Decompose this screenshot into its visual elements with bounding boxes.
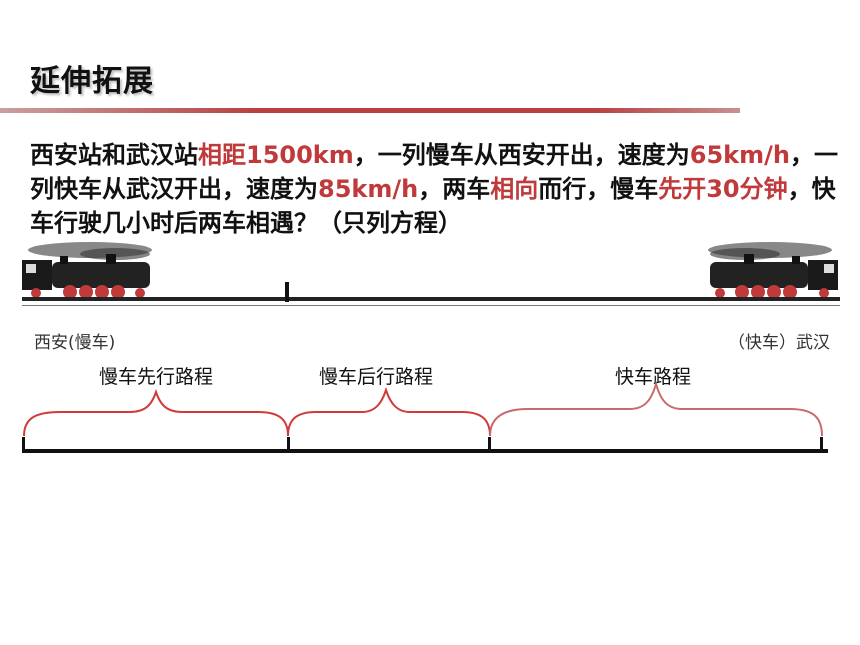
problem-highlight: 相距1500km: [198, 141, 354, 169]
problem-text-run: ，快车行驶几小时后两车相遇？（只列方程）: [30, 175, 836, 237]
axis-tick-mid: [488, 437, 491, 453]
segment-fast-label: 快车路程: [614, 366, 692, 388]
railway-track: [22, 297, 840, 301]
axis-tick-start: [22, 437, 25, 453]
axis-tick-end: [820, 437, 823, 453]
problem-highlight: 85km/h: [318, 175, 419, 203]
station-wuhan-label: （快车）武汉: [728, 333, 830, 353]
title-rule: [0, 108, 740, 113]
problem-highlight: 先开30分钟: [658, 175, 788, 203]
problem-text-run: 西安站和武汉站: [30, 141, 198, 169]
problem-text: 西安站和武汉站相距1500km，一列慢车从西安开出，速度为65km/h，一列快车…: [30, 138, 840, 240]
axis-tick-meet: [287, 437, 290, 453]
brace-fast: [489, 380, 823, 437]
problem-highlight: 65km/h: [689, 141, 790, 169]
segment-slow-first-label: 慢车先行路程: [98, 366, 214, 388]
distance-axis: [22, 449, 828, 453]
meeting-marker: [285, 282, 289, 302]
slow-train-icon: [22, 242, 152, 300]
problem-text-run: ，一列快车从武汉开出，速度为: [30, 141, 838, 203]
brace-slow-after: [287, 386, 491, 437]
problem-text-run: ，两车: [418, 175, 491, 203]
problem-highlight: 相向: [490, 175, 539, 203]
railway-track-lower: [22, 305, 840, 306]
slide-title: 延伸拓展: [30, 64, 154, 99]
problem-text-run: 而行，慢车: [538, 175, 659, 203]
brace-slow-first: [23, 388, 289, 437]
segment-slow-after-label: 慢车后行路程: [318, 366, 434, 388]
station-xian-label: 西安(慢车): [34, 333, 116, 353]
problem-text-run: ，一列慢车从西安开出，速度为: [353, 141, 690, 169]
